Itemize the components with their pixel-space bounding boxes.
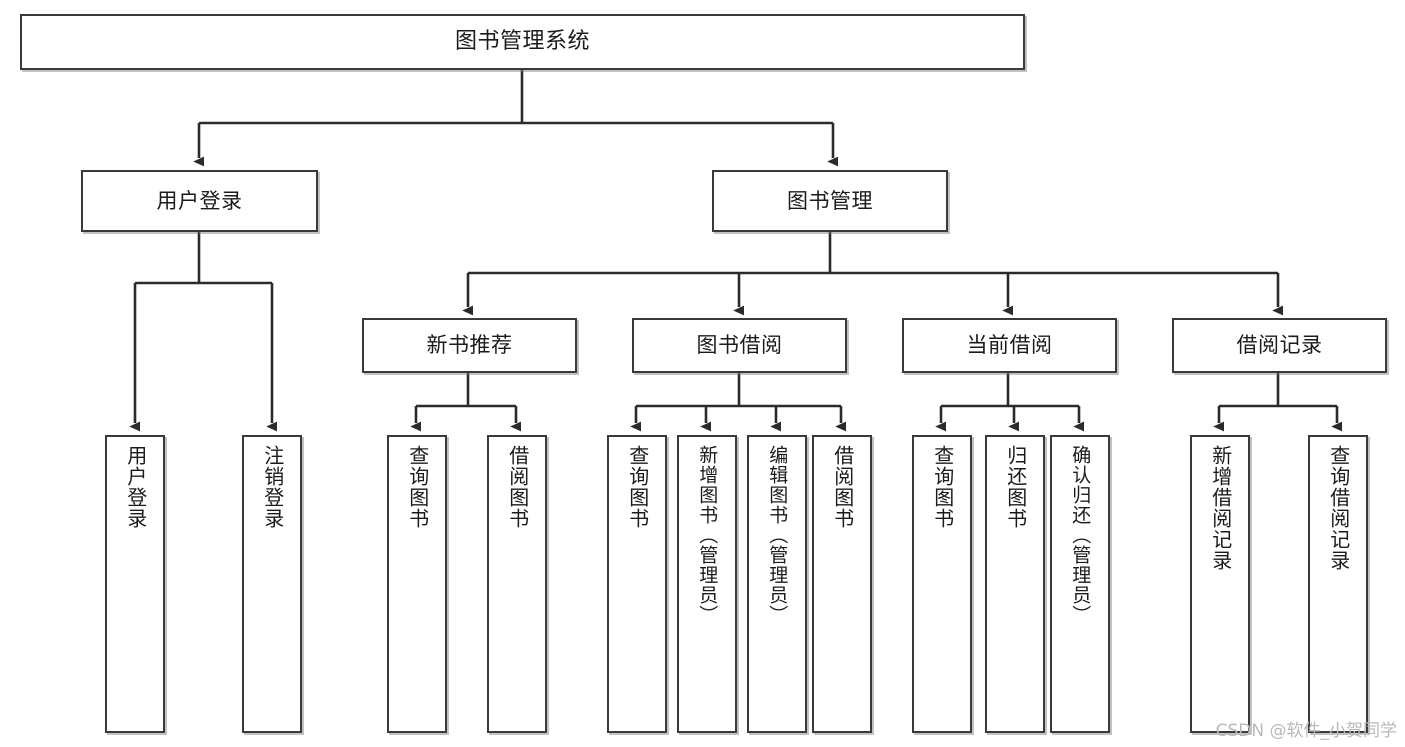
- node-new-book-recommend[interactable]: 新书推荐: [362, 318, 577, 373]
- node-label: 借阅记录: [1236, 333, 1323, 358]
- node-leaf-borrow-book[interactable]: 借阅图书: [812, 435, 872, 733]
- node-label: 图书借阅: [696, 333, 783, 358]
- node-leaf-add-book-admin[interactable]: 新增图书（管理员）: [677, 435, 737, 733]
- node-label: 注销登录: [260, 445, 285, 529]
- node-leaf-edit-book-admin[interactable]: 编辑图书（管理员）: [747, 435, 807, 733]
- node-label: 图书管理: [787, 188, 873, 213]
- node-label: 用户登录: [123, 445, 148, 529]
- node-label: 确认归还（管理员）: [1069, 445, 1092, 625]
- node-user-login[interactable]: 用户登录: [81, 170, 318, 232]
- node-leaf-query-borrow-record[interactable]: 查询借阅记录: [1308, 435, 1368, 733]
- node-label: 查询图书: [930, 445, 955, 529]
- node-book-management[interactable]: 图书管理: [712, 170, 948, 232]
- node-label: 新书推荐: [426, 333, 513, 358]
- node-label: 查询图书: [625, 445, 650, 529]
- node-leaf-query-book-borrow[interactable]: 查询图书: [607, 435, 667, 733]
- node-label: 当前借阅: [966, 333, 1053, 358]
- node-label: 图书管理系统: [454, 28, 590, 54]
- node-label: 新增借阅记录: [1208, 445, 1233, 571]
- node-leaf-query-book-current[interactable]: 查询图书: [912, 435, 972, 733]
- node-label: 借阅图书: [505, 445, 530, 529]
- node-label: 查询图书: [405, 445, 430, 529]
- watermark-text: CSDN @软件_小贺同学: [1215, 721, 1397, 741]
- node-label: 借阅图书: [830, 445, 855, 529]
- node-label: 归还图书: [1003, 445, 1028, 529]
- node-leaf-borrow-book-recommend[interactable]: 借阅图书: [487, 435, 547, 733]
- node-book-borrow[interactable]: 图书借阅: [632, 318, 847, 373]
- node-label: 查询借阅记录: [1326, 445, 1351, 571]
- node-root-system[interactable]: 图书管理系统: [20, 14, 1025, 70]
- node-borrow-record[interactable]: 借阅记录: [1172, 318, 1387, 373]
- node-leaf-add-borrow-record[interactable]: 新增借阅记录: [1190, 435, 1250, 733]
- node-leaf-user-login[interactable]: 用户登录: [105, 435, 165, 733]
- node-label: 编辑图书（管理员）: [766, 445, 789, 625]
- node-leaf-query-book-recommend[interactable]: 查询图书: [387, 435, 447, 733]
- node-leaf-return-book[interactable]: 归还图书: [985, 435, 1045, 733]
- node-leaf-confirm-return-admin[interactable]: 确认归还（管理员）: [1050, 435, 1110, 733]
- node-current-borrow[interactable]: 当前借阅: [902, 318, 1117, 373]
- node-leaf-logout[interactable]: 注销登录: [242, 435, 302, 733]
- node-label: 用户登录: [156, 188, 243, 213]
- node-label: 新增图书（管理员）: [696, 445, 719, 625]
